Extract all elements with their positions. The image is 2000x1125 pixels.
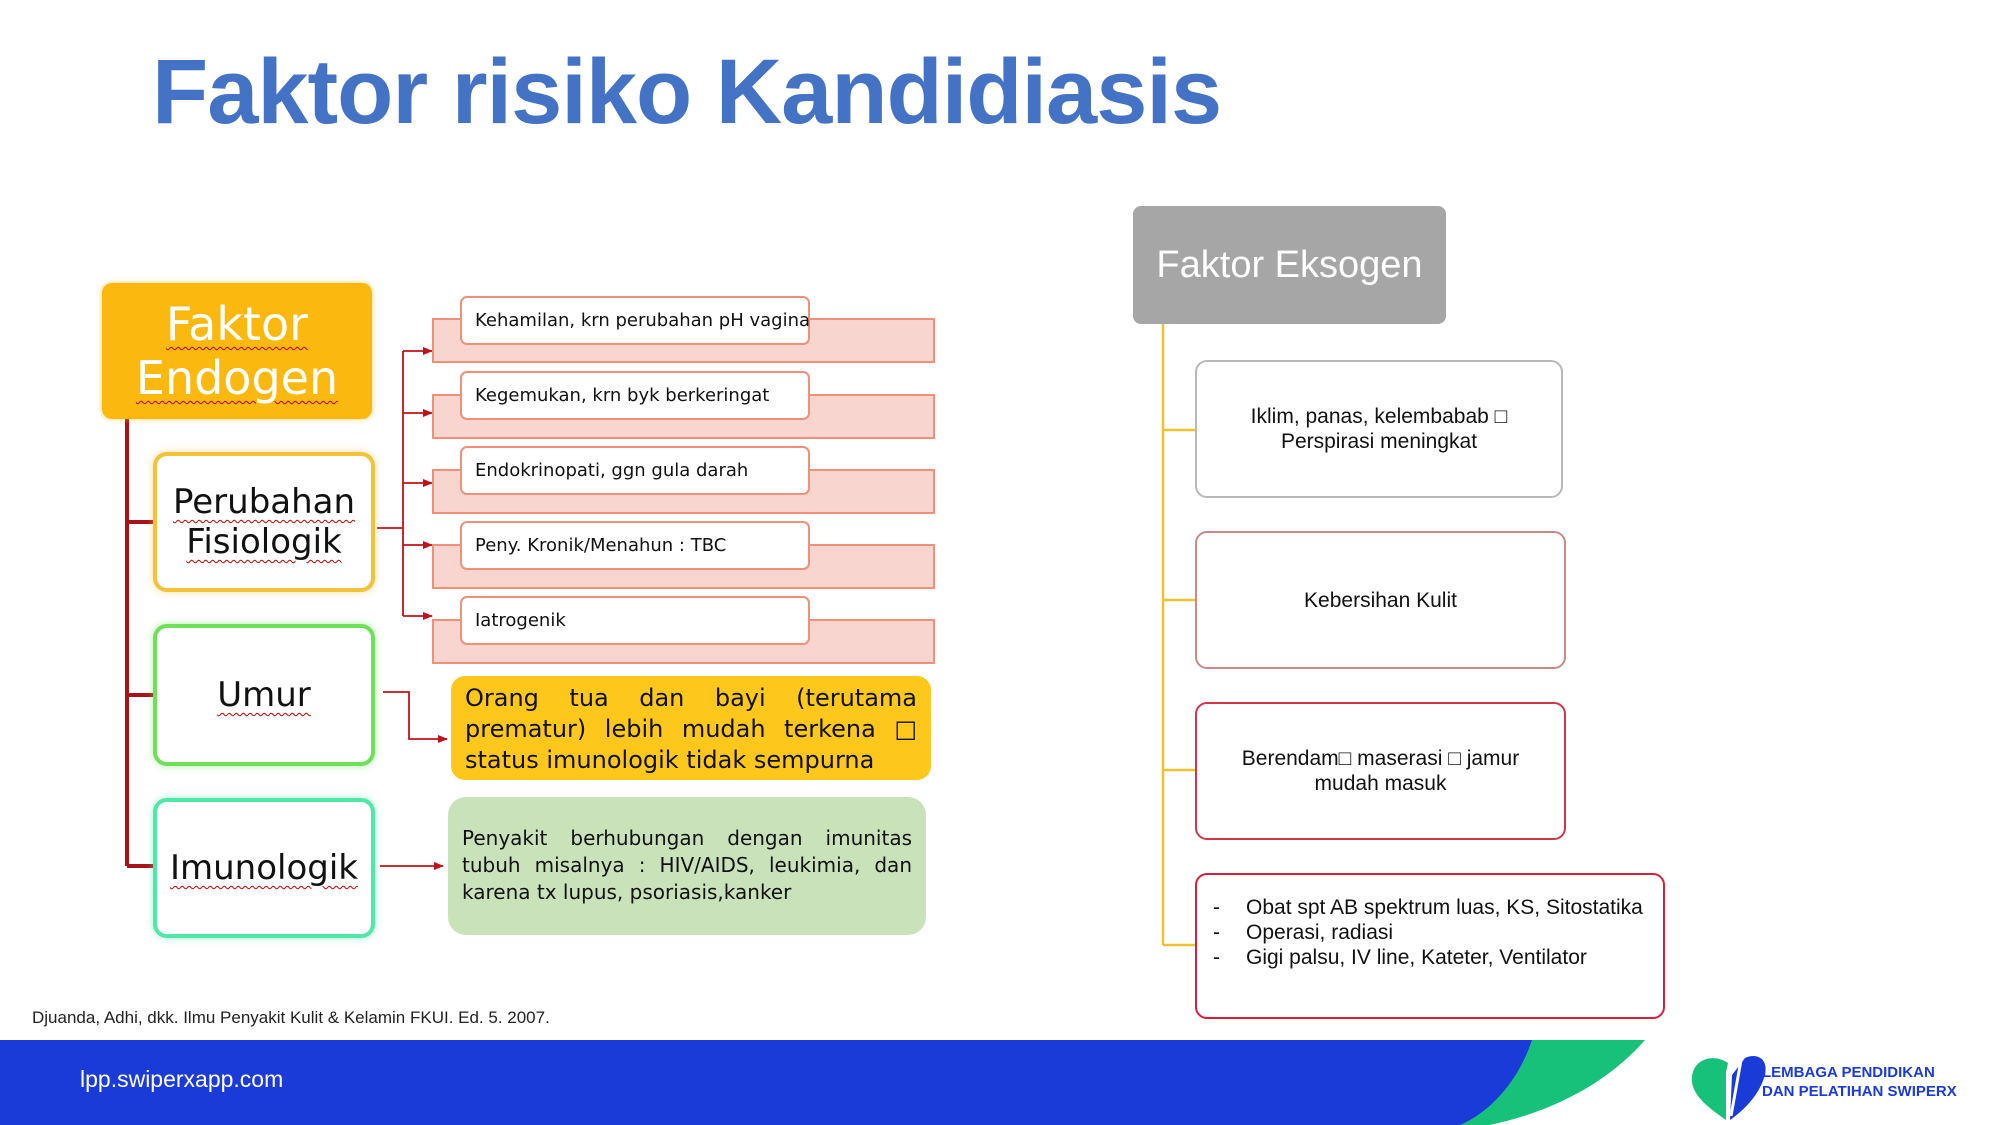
eksogen-list-item: - Operasi, radiasi <box>1213 920 1653 945</box>
eksogen-trunk <box>1161 324 1195 947</box>
logo-line1: LEMBAGA PENDIDIKAN <box>1762 1064 1935 1081</box>
list-text: Obat spt AB spektrum luas, KS, Sitostati… <box>1246 896 1643 919</box>
perubahan-fisiologik-box: Perubahan Fisiologik <box>153 452 375 592</box>
list-dash: - <box>1213 896 1220 919</box>
logo-text: LEMBAGA PENDIDIKAN DAN PELATIHAN SWIPERX <box>1762 1063 1957 1101</box>
umur-description: Orang tua dan bayi (terutama prematur) l… <box>451 676 931 780</box>
list-dash: - <box>1213 946 1220 969</box>
fisiologik-item: Kehamilan, krn perubahan pH vagina <box>460 296 810 345</box>
eksogen-list-item: - Obat spt AB spektrum luas, KS, Sitosta… <box>1213 895 1653 920</box>
eksogen-item-kebersihan: Kebersihan Kulit <box>1195 531 1566 669</box>
eksogen-item-list: - Obat spt AB spektrum luas, KS, Sitosta… <box>1195 873 1665 1019</box>
logo-line2: DAN PELATIHAN SWIPERX <box>1762 1083 1957 1100</box>
list-text: Operasi, radiasi <box>1246 921 1394 944</box>
eksogen-item-text: Iklim, panas, kelembabab □ Perspirasi me… <box>1250 405 1508 453</box>
fisiologik-item: Endokrinopati, ggn gula darah <box>460 446 810 495</box>
citation: Djuanda, Adhi, dkk. Ilmu Penyakit Kulit … <box>32 1008 550 1027</box>
umur-box: Umur <box>153 624 375 766</box>
endogen-label-line1: Faktor <box>165 297 309 351</box>
fisiologik-item: Iatrogenik <box>460 596 810 645</box>
umur-label: Umur <box>217 675 311 715</box>
fisiologik-connectors <box>377 347 433 620</box>
footer-url-link[interactable]: lpp.swiperxapp.com <box>80 1066 284 1092</box>
umur-connector <box>383 691 448 743</box>
list-text: Gigi palsu, IV line, Kateter, Ventilator <box>1246 946 1587 969</box>
imunologik-label: Imunologik <box>169 848 358 888</box>
eksogen-list-item: - Gigi palsu, IV line, Kateter, Ventilat… <box>1213 945 1653 970</box>
footer-bar <box>0 1040 1645 1125</box>
faktor-eksogen-box: Faktor Eksogen <box>1133 206 1446 324</box>
perubahan-label-line2: Fisiologik <box>186 522 342 562</box>
faktor-endogen-box: Faktor Endogen <box>102 283 372 419</box>
eksogen-item-text: Kebersihan Kulit <box>1304 588 1457 612</box>
swiperx-logo-icon <box>1691 1056 1766 1120</box>
list-dash: - <box>1213 921 1220 944</box>
page-title: Faktor risiko Kandidiasis <box>152 41 1222 143</box>
endogen-label-line2: Endogen <box>135 351 339 405</box>
eksogen-item-berendam: Berendam□ maserasi □ jamur mudah masuk <box>1195 702 1566 840</box>
perubahan-label-line1: Perubahan <box>172 482 356 522</box>
imunologik-description: Penyakit berhubungan dengan imunitas tub… <box>448 797 926 935</box>
fisiologik-item: Kegemukan, krn byk berkeringat <box>460 371 810 420</box>
endogen-trunk <box>125 419 153 868</box>
imunologik-box: Imunologik <box>153 798 375 938</box>
fisiologik-item: Peny. Kronik/Menahun : TBC <box>460 521 810 570</box>
eksogen-item-iklim: Iklim, panas, kelembabab □ Perspirasi me… <box>1195 360 1563 498</box>
eksogen-item-text: Berendam□ maserasi □ jamur mudah masuk <box>1241 747 1520 795</box>
